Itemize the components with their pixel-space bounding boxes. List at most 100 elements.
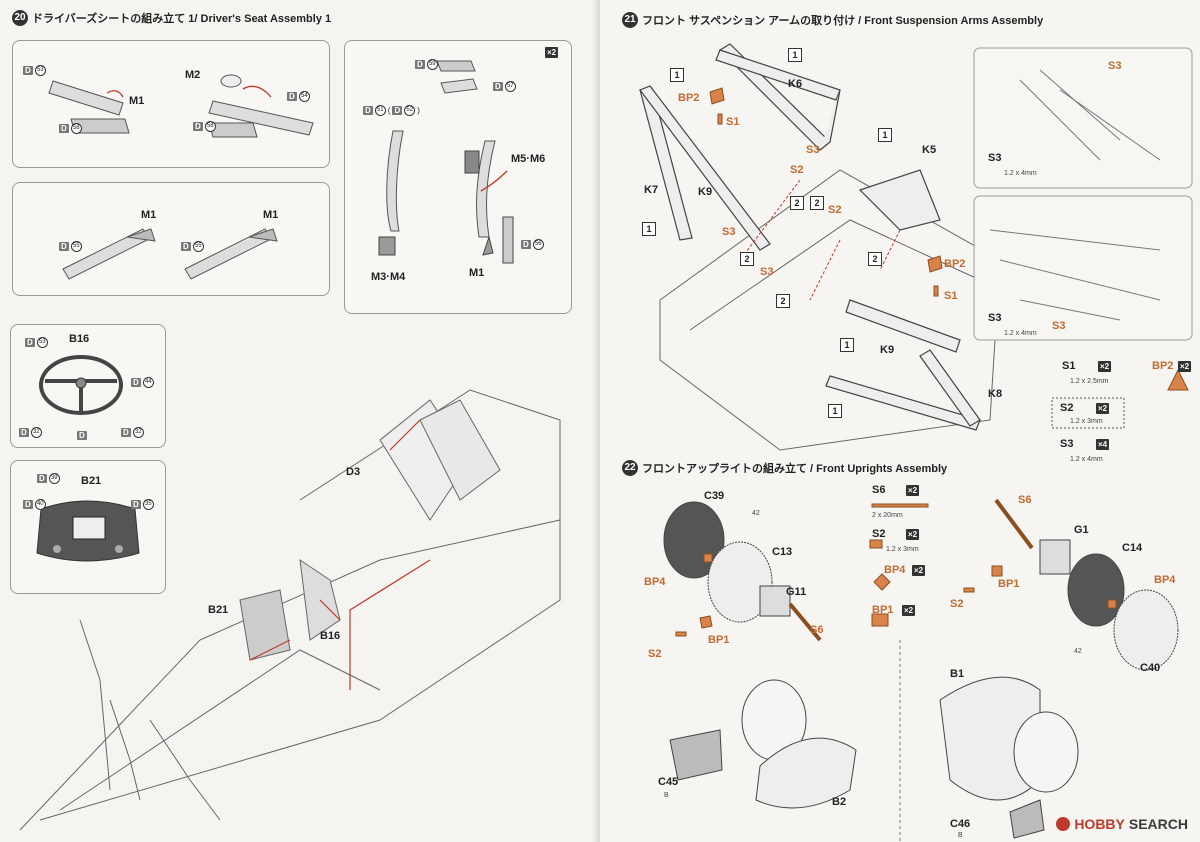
front-suspension-drawing xyxy=(639,43,1193,451)
step-box-1: 1 xyxy=(840,338,854,352)
label-m3-m4: M3·M4 xyxy=(371,271,406,283)
label-b2: B2 xyxy=(832,796,847,808)
label-k6: K6 xyxy=(788,78,803,90)
label-b-b: B xyxy=(958,832,963,839)
label-s2-a: S2 xyxy=(790,164,804,176)
step-22-number: 22 xyxy=(622,460,638,476)
step-box-2: 2 xyxy=(740,252,754,266)
label-bp2-a: BP2 xyxy=(678,92,700,104)
left-page: 20 ドライバーズシートの組み立て 1/ Driver's Seat Assem… xyxy=(10,10,572,831)
part-tag-d: D xyxy=(77,431,87,440)
label-bp4-a: BP4 xyxy=(644,576,666,588)
label-b-a: B xyxy=(664,792,669,799)
legend-s2-qty: ×2 xyxy=(1096,403,1110,414)
label-c46: C46 xyxy=(950,818,971,830)
inset-screw-size: 1.2 x 4mm xyxy=(1004,170,1037,177)
inset-label-s3: S3 xyxy=(1052,320,1066,332)
legend-bp1: BP1 xyxy=(872,604,894,616)
belt-drawing-3 xyxy=(378,60,514,264)
logo-suffix: SEARCH xyxy=(1128,816,1188,832)
label-k8: K8 xyxy=(988,388,1003,400)
label-m1: M1 xyxy=(469,267,485,279)
label-g11: G11 xyxy=(786,586,807,598)
legend-s2-size: 1.2 x 3mm xyxy=(1070,418,1103,425)
legend-bp4-qty: ×2 xyxy=(912,565,926,576)
label-s1-b: S1 xyxy=(944,290,958,302)
step-21-number: 21 xyxy=(622,12,638,28)
legend-bp2-qty: ×2 xyxy=(1178,361,1192,372)
belt-drawing-2 xyxy=(62,228,278,280)
label-b16: B16 xyxy=(69,333,90,345)
label-bp2-b: BP2 xyxy=(944,258,966,270)
quantity-badge: ×2 xyxy=(545,47,559,58)
label-k9-a: K9 xyxy=(698,186,713,198)
step-box-2: 2 xyxy=(868,252,882,266)
step-20-number: 20 xyxy=(12,10,28,26)
legend-s3-qty: ×4 xyxy=(1096,439,1110,450)
step-22-header: 22 フロントアップライトの組み立て / Front Uprights Asse… xyxy=(622,460,947,476)
legend-s6: S6 xyxy=(872,484,886,496)
step-20-header: 20 ドライバーズシートの組み立て 1/ Driver's Seat Assem… xyxy=(12,10,331,26)
legend-s1-size: 1.2 x 2.5mm xyxy=(1070,378,1109,385)
label-s2-a: S2 xyxy=(648,648,662,660)
inset-screw-size: 1.2 x 4mm xyxy=(1004,330,1037,337)
belt-drawing-1 xyxy=(48,74,314,138)
label-k9-b: K9 xyxy=(880,344,895,356)
label-c45: C45 xyxy=(658,776,679,788)
legend-bp2: BP2 xyxy=(1152,360,1174,372)
label-g1: G1 xyxy=(1074,524,1089,536)
label-s2-b: S2 xyxy=(950,598,964,610)
label-42-a: 42 xyxy=(752,510,760,517)
legend-s2-size: 1.2 x 3mm xyxy=(886,546,919,553)
step-21-title: フロント サスペンション アームの取り付け / Front Suspension… xyxy=(642,15,1044,27)
label-s3-b: S3 xyxy=(722,226,736,238)
label-c39: C39 xyxy=(704,490,725,502)
legend-s3-size: 1.2 x 4mm xyxy=(1070,456,1103,463)
step-22-title: フロントアップライトの組み立て / Front Uprights Assembl… xyxy=(642,463,948,475)
right-page: 21 フロント サスペンション アームの取り付け / Front Suspens… xyxy=(600,0,1200,842)
label-bp1-b: BP1 xyxy=(998,578,1020,590)
label-k7: K7 xyxy=(644,184,659,196)
legend-s1: S1 xyxy=(1062,360,1076,372)
legend-s2: S2 xyxy=(872,528,886,540)
label-s6-b: S6 xyxy=(1018,494,1032,506)
logo-brand: HOBBY xyxy=(1074,816,1125,832)
step-box-1: 1 xyxy=(828,404,842,418)
step-21-header: 21 フロント サスペンション アームの取り付け / Front Suspens… xyxy=(622,12,1043,28)
legend-bp4: BP4 xyxy=(884,564,906,576)
label-s1-a: S1 xyxy=(726,116,740,128)
label-m1-a: M1 xyxy=(141,209,157,221)
label-s6-a: S6 xyxy=(810,624,824,636)
label-bp1-a: BP1 xyxy=(708,634,730,646)
step-box-1: 1 xyxy=(670,68,684,82)
legend-bp1-qty: ×2 xyxy=(902,605,916,616)
label-c13: C13 xyxy=(772,546,793,558)
label-b21: B21 xyxy=(81,475,102,487)
step-box-2: 2 xyxy=(810,196,824,210)
label-s3-a: S3 xyxy=(806,144,820,156)
inset-legend-s3: S3 xyxy=(988,312,1002,324)
label-c14: C14 xyxy=(1122,542,1143,554)
legend-s2-qty: ×2 xyxy=(906,529,920,540)
legend-s1-qty: ×2 xyxy=(1098,361,1112,372)
step-20-title: ドライバーズシートの組み立て 1/ Driver's Seat Assembly… xyxy=(32,13,332,25)
label-s2-b: S2 xyxy=(828,204,842,216)
